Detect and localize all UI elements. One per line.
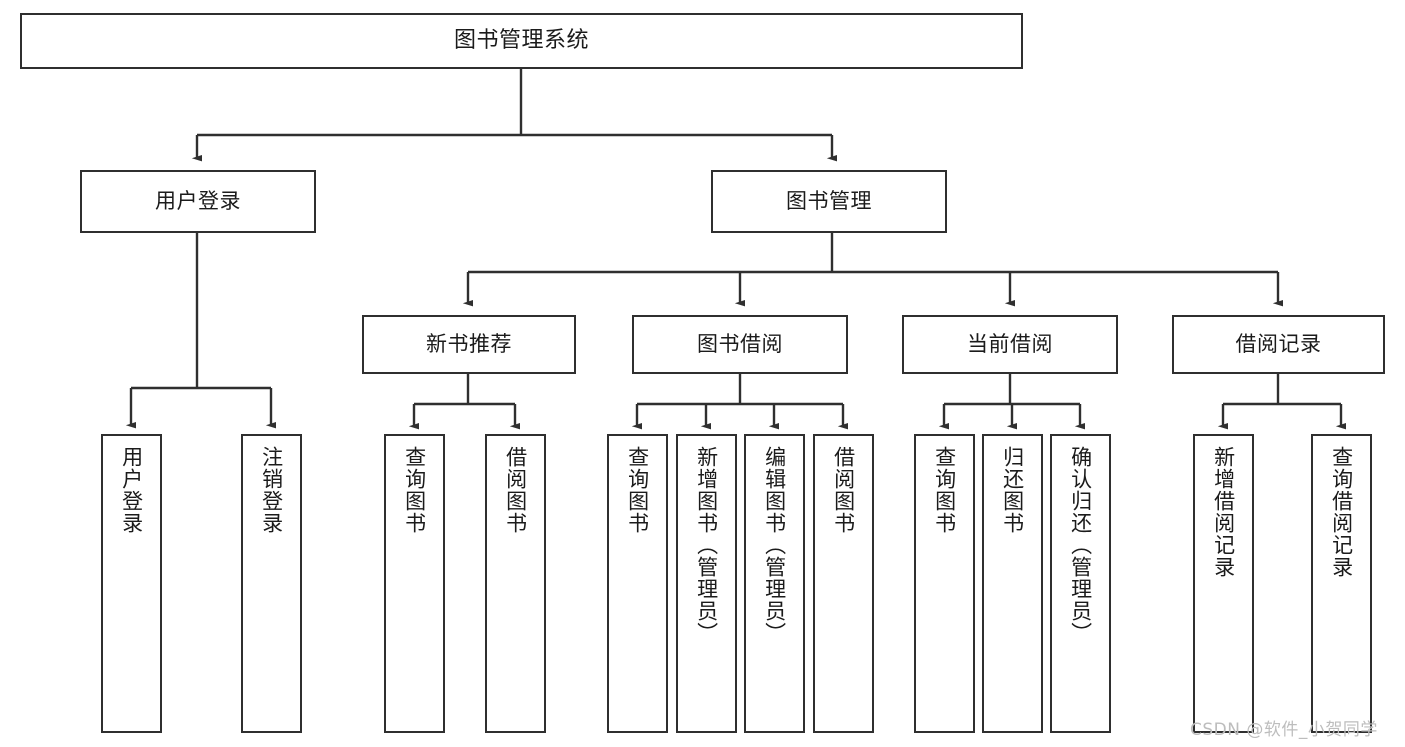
node-label: 用户登录: [155, 188, 241, 213]
leaf-add-book-admin[interactable]: 新增图书（管理员）: [676, 434, 737, 733]
leaf-borrow-book-recommend[interactable]: 借阅图书: [485, 434, 546, 733]
node-label: 新书推荐: [426, 331, 512, 356]
leaf-user-logout[interactable]: 注销登录: [241, 434, 302, 733]
node-book-borrow[interactable]: 图书借阅: [632, 315, 848, 374]
node-label: 查询图书: [625, 446, 650, 534]
node-new-book-recommend[interactable]: 新书推荐: [362, 315, 576, 374]
node-label: 归还图书: [1000, 446, 1025, 534]
node-label: 用户登录: [119, 446, 144, 534]
node-label: 注销登录: [259, 446, 284, 534]
leaf-edit-book-admin[interactable]: 编辑图书（管理员）: [744, 434, 805, 733]
leaf-query-book-recommend[interactable]: 查询图书: [384, 434, 445, 733]
node-label: 当前借阅: [967, 331, 1053, 356]
node-borrow-record[interactable]: 借阅记录: [1172, 315, 1385, 374]
node-label: 新增图书（管理员）: [694, 446, 719, 644]
leaf-return-book[interactable]: 归还图书: [982, 434, 1043, 733]
node-label: 图书管理系统: [453, 27, 589, 53]
node-label: 借阅记录: [1235, 331, 1322, 356]
leaf-user-login[interactable]: 用户登录: [101, 434, 162, 733]
node-label: 查询借阅记录: [1329, 446, 1354, 578]
node-user-login[interactable]: 用户登录: [80, 170, 316, 233]
leaf-query-book-current[interactable]: 查询图书: [914, 434, 975, 733]
node-label: 确认归还（管理员）: [1068, 446, 1093, 644]
node-label: 借阅图书: [831, 446, 856, 534]
node-label: 查询图书: [932, 446, 957, 534]
node-book-management[interactable]: 图书管理: [711, 170, 947, 233]
csdn-watermark: CSDN @软件_小贺同学: [1190, 720, 1378, 740]
node-label: 图书借阅: [697, 331, 783, 356]
leaf-add-borrow-record[interactable]: 新增借阅记录: [1193, 434, 1254, 733]
leaf-borrow-book[interactable]: 借阅图书: [813, 434, 874, 733]
leaf-confirm-return-admin[interactable]: 确认归还（管理员）: [1050, 434, 1111, 733]
node-root-system[interactable]: 图书管理系统: [20, 13, 1023, 69]
node-label: 借阅图书: [503, 446, 528, 534]
node-current-borrow[interactable]: 当前借阅: [902, 315, 1118, 374]
node-label: 新增借阅记录: [1211, 446, 1236, 578]
leaf-query-book-borrow[interactable]: 查询图书: [607, 434, 668, 733]
node-label: 查询图书: [402, 446, 427, 534]
node-label: 编辑图书（管理员）: [762, 446, 787, 644]
node-label: 图书管理: [786, 188, 872, 213]
leaf-query-borrow-record[interactable]: 查询借阅记录: [1311, 434, 1372, 733]
